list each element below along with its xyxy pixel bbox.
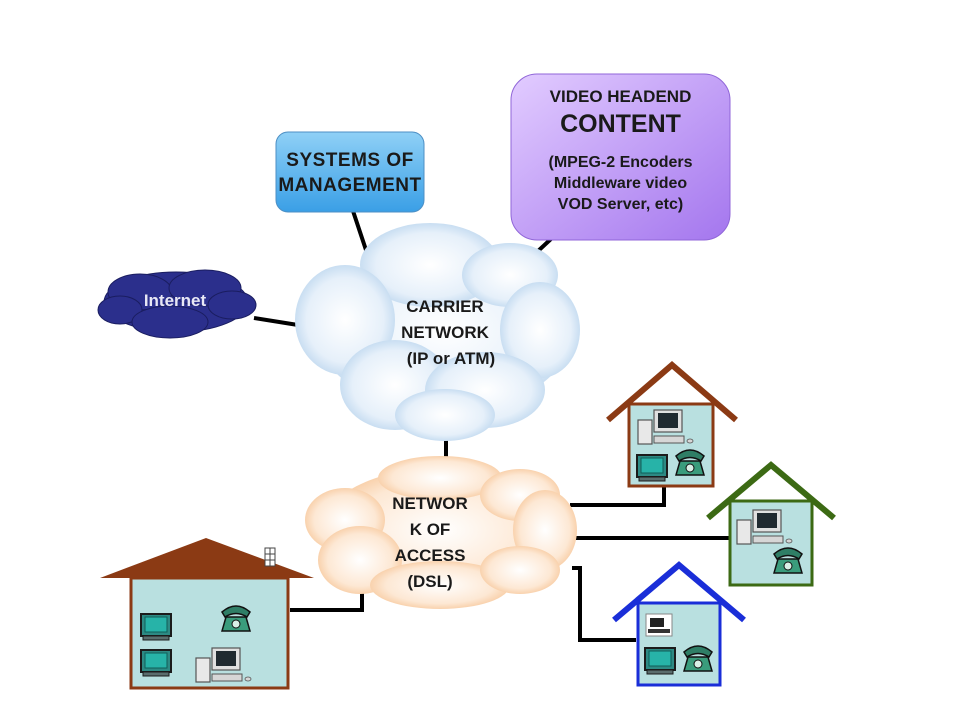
systems-line-1: SYSTEMS OF [286, 150, 414, 171]
chimney-icon [264, 547, 276, 567]
line-access-to-blue-house [572, 566, 636, 642]
video-line-2: CONTENT [560, 110, 681, 138]
video-label: VIDEO HEADEND CONTENT (MPEG-2 Encoders M… [511, 86, 730, 215]
green-house [706, 461, 836, 587]
video-line-1: VIDEO HEADEND [549, 87, 692, 106]
access-line-3: ACCESS [394, 546, 466, 565]
video-headend-box [510, 73, 731, 241]
carrier-line-2: NETWORK [401, 323, 489, 342]
left-house [100, 538, 314, 690]
phone-icon [683, 645, 713, 672]
line-access-to-brown-house [570, 484, 666, 507]
brown-house [606, 361, 738, 488]
blue-house-roof [612, 561, 746, 623]
tv-icon [140, 613, 172, 641]
phone-icon [221, 605, 251, 632]
tv-icon [636, 454, 668, 482]
tv-icon [140, 649, 172, 677]
green-house-roof [706, 461, 836, 521]
tv-icon [644, 647, 676, 675]
access-line-2: K OF [409, 520, 451, 539]
internet-cloud [97, 269, 257, 339]
phone-icon [675, 449, 705, 476]
carrier-line-1: CARRIER [406, 297, 484, 316]
carrier-cloud [295, 223, 580, 441]
carrier-line-3: (IP or ATM) [406, 349, 496, 368]
access-label: NETWOR K OF ACCESS (DSL) [370, 491, 490, 595]
brown-house-roof [606, 361, 738, 423]
line-internet-to-carrier [253, 316, 299, 327]
video-line-3: (MPEG-2 Encoders [548, 154, 693, 171]
phone-icon [773, 547, 803, 574]
systems-line-2: MANAGEMENT [278, 175, 422, 196]
blue-house [612, 561, 746, 687]
systems-label: SYSTEMS OF MANAGEMENT [262, 148, 438, 198]
access-line-1: NETWOR [392, 494, 468, 513]
access-cloud [305, 456, 577, 609]
access-line-4: (DSL) [407, 572, 453, 591]
set-top-box-icon [645, 613, 673, 637]
carrier-label: CARRIER NETWORK (IP or ATM) [365, 294, 525, 372]
video-line-5: VOD Server, etc) [557, 196, 684, 213]
left-house-roof [100, 538, 314, 578]
internet-label: Internet [143, 291, 207, 310]
systems-box [275, 131, 425, 213]
line-access-to-left-house [290, 590, 364, 612]
video-line-4: Middleware video [553, 175, 688, 192]
